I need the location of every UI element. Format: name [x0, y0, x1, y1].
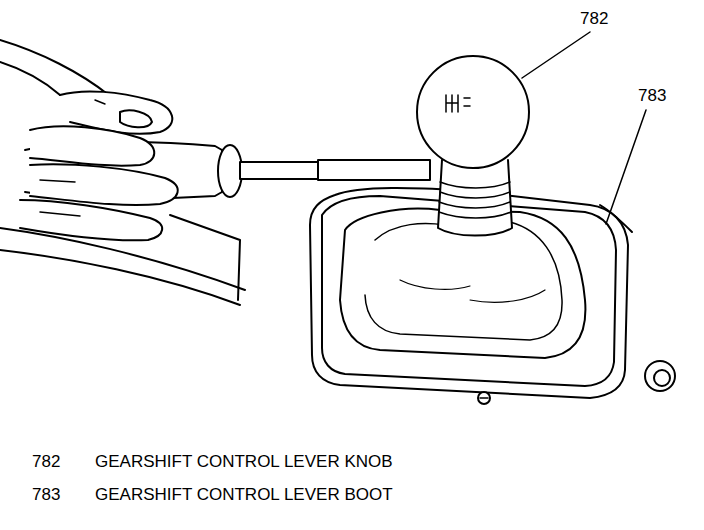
gearshift-knob	[417, 56, 529, 168]
finger	[20, 200, 162, 240]
lever-thread	[439, 182, 511, 218]
console-edge	[0, 250, 240, 305]
leader-line	[522, 32, 590, 78]
lever-neck	[438, 160, 512, 236]
fingernail	[120, 110, 152, 127]
finger	[30, 164, 178, 205]
console-edge	[170, 215, 240, 300]
screw	[478, 392, 490, 404]
plug	[645, 361, 675, 391]
screw-slot	[480, 397, 488, 399]
callout-number: 782	[580, 9, 608, 29]
screwdriver-shaft	[318, 160, 430, 180]
screwdriver-ferrule	[218, 145, 242, 197]
screwdriver-shaft	[240, 162, 320, 179]
shift-pattern	[446, 95, 470, 112]
part-name: GEARSHIFT CONTROL LEVER BOOT	[95, 485, 393, 505]
boot-fold	[365, 222, 562, 340]
boot-flange	[600, 205, 632, 232]
part-name: GEARSHIFT CONTROL LEVER KNOB	[95, 452, 393, 472]
hand-outline	[0, 40, 110, 96]
plug	[654, 370, 670, 386]
finger-crease	[40, 100, 105, 216]
callout-number: 783	[638, 86, 666, 106]
leader-line	[606, 110, 646, 224]
hand-outline	[0, 62, 60, 95]
boot-crease	[400, 280, 545, 302]
key-number: 782	[32, 452, 60, 472]
finger	[30, 126, 154, 165]
key-number: 783	[32, 485, 60, 505]
